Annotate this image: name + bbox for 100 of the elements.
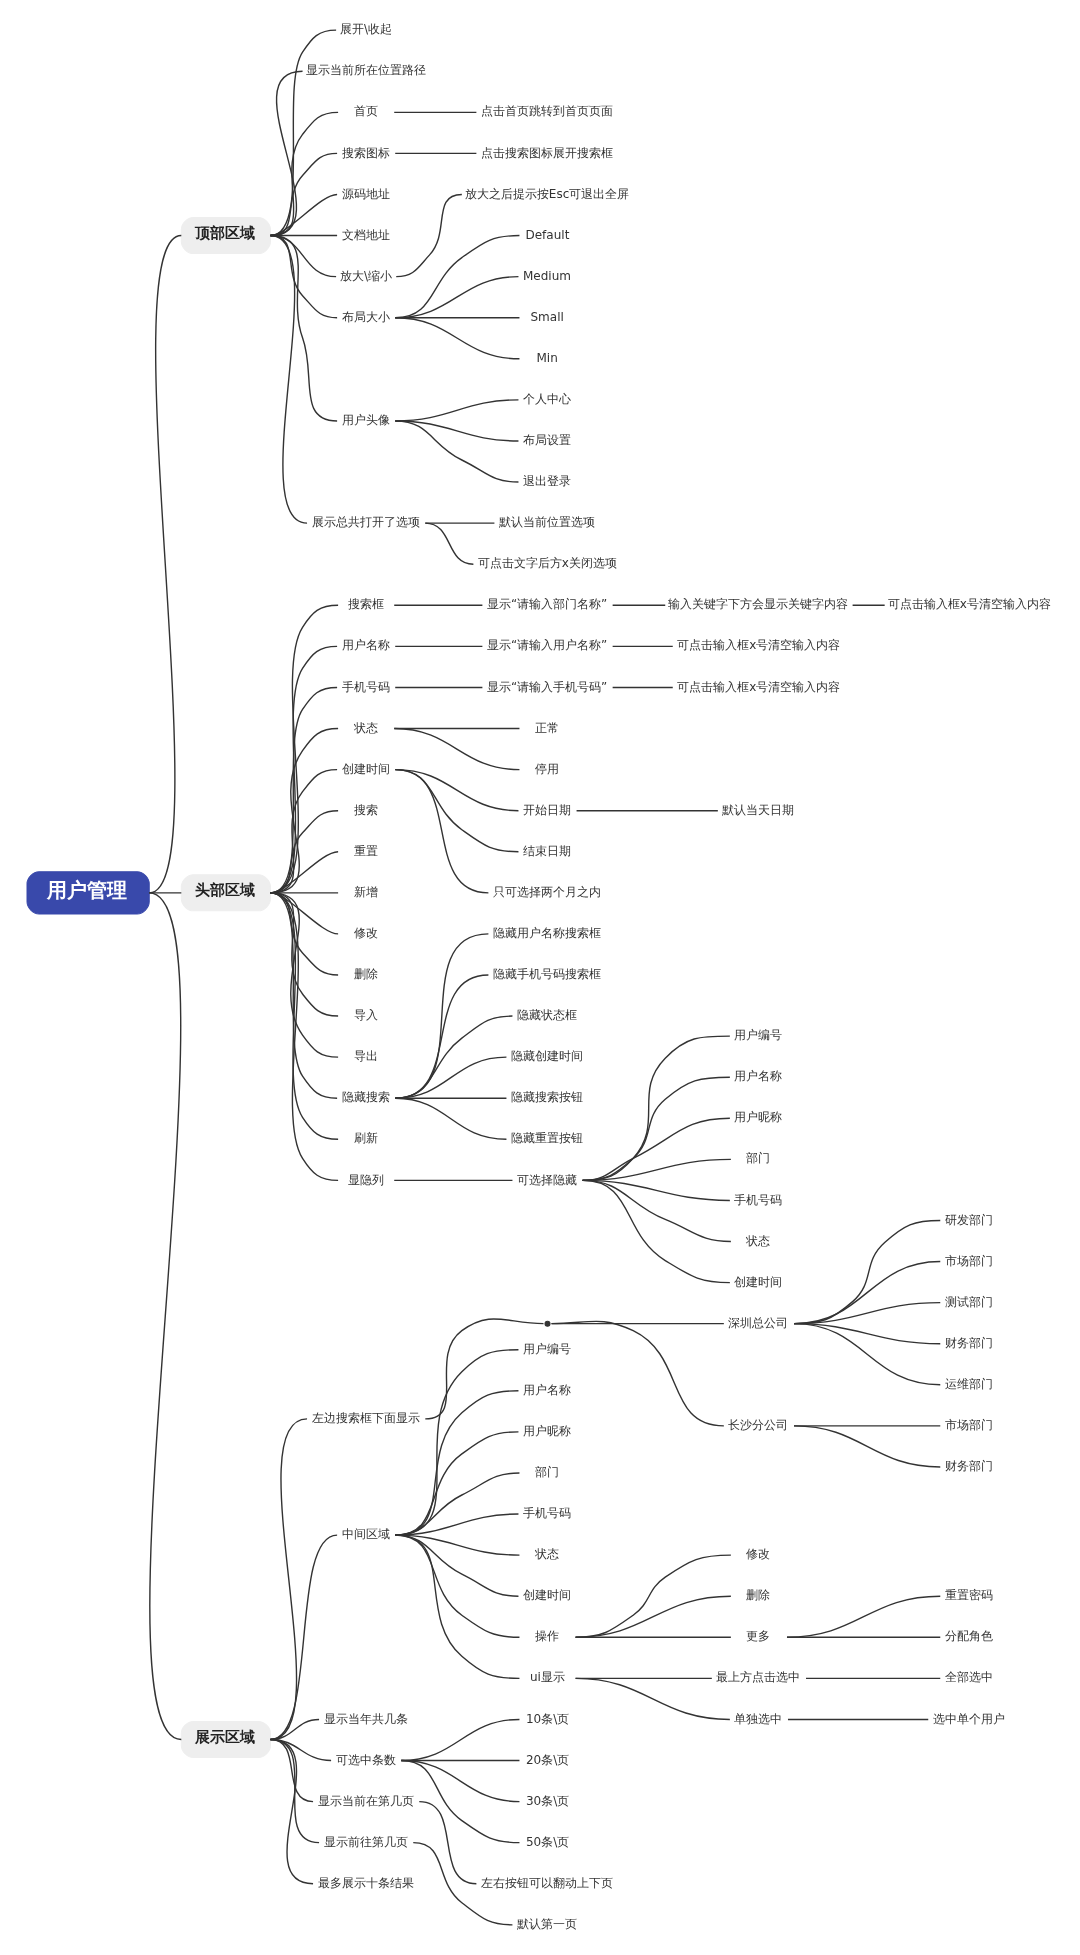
node-text: 可点击文字后方x关闭选项 — [477, 556, 617, 571]
node-text: 放大\缩小 — [339, 268, 392, 283]
node-text: Default — [524, 227, 569, 242]
node-text: 点击搜索图标展开搜索框 — [480, 145, 613, 160]
connector — [786, 1718, 929, 1721]
node-text: 隐藏重置按钮 — [510, 1131, 583, 1146]
node-text: 显示当年共几条 — [323, 1711, 408, 1726]
node-text: ui显示 — [529, 1670, 565, 1685]
connector — [394, 1534, 520, 1680]
node-text: 中间区域 — [341, 1527, 390, 1542]
node-text: 状态 — [534, 1547, 559, 1562]
connector — [792, 1322, 941, 1386]
node-text: 修改 — [745, 1547, 770, 1562]
node-text: 展开\收起 — [339, 22, 392, 37]
node-text: 部门 — [534, 1465, 559, 1480]
node-text: 首页 — [353, 104, 378, 119]
node-box: 展示区域 — [180, 1720, 271, 1758]
node-text: 删除 — [745, 1588, 770, 1603]
node-text: 用户昵称 — [522, 1423, 571, 1438]
connector — [393, 1179, 513, 1182]
connector — [611, 686, 673, 689]
node-text: 创建时间 — [341, 761, 390, 776]
node-text: 显示当前所在位置路径 — [305, 63, 426, 78]
connector — [418, 1800, 477, 1885]
node-text: 开始日期 — [522, 802, 571, 817]
node-text: 创建时间 — [522, 1588, 571, 1603]
connector — [269, 1534, 338, 1741]
node-text: 50条\页 — [525, 1834, 569, 1849]
node-text: 可点击输入框x号清空输入内容 — [887, 597, 1051, 612]
connector — [581, 1179, 731, 1284]
node-text: 默认当天日期 — [721, 802, 794, 817]
node-text: 手机号码 — [733, 1192, 782, 1207]
node-text: 停用 — [534, 761, 559, 776]
node-text: 个人中心 — [522, 391, 571, 406]
node-text: 左边搜索框下面显示 — [311, 1410, 420, 1425]
node-text: 最多展示十条结果 — [317, 1875, 414, 1890]
connector — [394, 152, 477, 155]
connector — [148, 892, 182, 1741]
node-text: 默认当前位置选项 — [498, 515, 595, 530]
connector — [550, 1320, 725, 1427]
node-text: 隐藏搜索按钮 — [510, 1090, 583, 1105]
connector — [574, 1636, 732, 1638]
node-text: 显示“请输入部门名称” — [486, 597, 607, 612]
connector — [574, 1677, 731, 1721]
connector — [785, 1636, 941, 1638]
node-text: 分配角色 — [944, 1629, 993, 1644]
node-text: 删除 — [353, 967, 378, 982]
connector — [400, 1759, 520, 1844]
node-text: 可点击输入框x号清空输入内容 — [676, 679, 840, 694]
connector — [574, 1595, 732, 1638]
connector — [804, 1677, 941, 1680]
node-box: 顶部区域 — [180, 217, 271, 255]
connector — [394, 686, 483, 689]
node-text: 展示总共打开了选项 — [311, 515, 420, 530]
node-text: 深圳总公司 — [727, 1315, 788, 1330]
node-text: 正常 — [534, 720, 559, 735]
connector — [424, 522, 474, 565]
connector — [394, 1097, 507, 1140]
connector — [394, 317, 520, 360]
node-text: 手机号码 — [522, 1506, 571, 1521]
node-text: 用户编号 — [733, 1028, 782, 1043]
node-text: 可选中条数 — [335, 1752, 396, 1767]
node-text: 隐藏手机号码搜索框 — [492, 967, 601, 982]
node-text: Min — [535, 350, 558, 365]
node-text: 点击首页跳转到首页页面 — [480, 104, 613, 119]
node-box: 头部区域 — [180, 874, 271, 912]
node-text: 可点击输入框x号清空输入内容 — [676, 638, 840, 653]
node-text: 源码地址 — [341, 186, 390, 201]
connector — [393, 111, 477, 114]
node-text: 隐藏搜索 — [341, 1090, 390, 1105]
node-text: 状态 — [353, 720, 378, 735]
node-text: 用户头像 — [341, 413, 390, 428]
connector — [785, 1595, 941, 1638]
node-text: 财务部门 — [944, 1459, 993, 1474]
node-text: 全部选中 — [944, 1670, 993, 1685]
node-text: Small — [529, 309, 564, 324]
node-text: 手机号码 — [341, 679, 390, 694]
connector — [412, 1841, 513, 1926]
node-text: 30条\页 — [525, 1793, 569, 1808]
connector — [394, 645, 483, 648]
node-text: 用户昵称 — [733, 1110, 782, 1125]
connector — [393, 727, 520, 771]
node-box: 用户管理 — [26, 871, 150, 915]
node-text: 布局设置 — [522, 433, 571, 448]
node-text: 隐藏用户名称搜索框 — [492, 926, 601, 941]
connector — [394, 768, 489, 894]
node-text: 用户名称 — [341, 638, 390, 653]
node-text: 选中单个用户 — [932, 1711, 1005, 1726]
node-text: 默认第一页 — [516, 1916, 577, 1931]
node-text: 测试部门 — [944, 1294, 993, 1309]
node-text: 搜索 — [353, 802, 378, 817]
node-text: 研发部门 — [944, 1212, 993, 1227]
node-text: 结束日期 — [522, 843, 571, 858]
node-text: 隐藏状态框 — [516, 1008, 577, 1023]
node-text: 状态 — [745, 1233, 770, 1248]
connector — [269, 234, 308, 524]
node-text: 导出 — [353, 1049, 378, 1064]
node-text: 搜索框 — [347, 597, 384, 612]
connector — [851, 604, 885, 606]
node-text: 市场部门 — [944, 1253, 993, 1268]
